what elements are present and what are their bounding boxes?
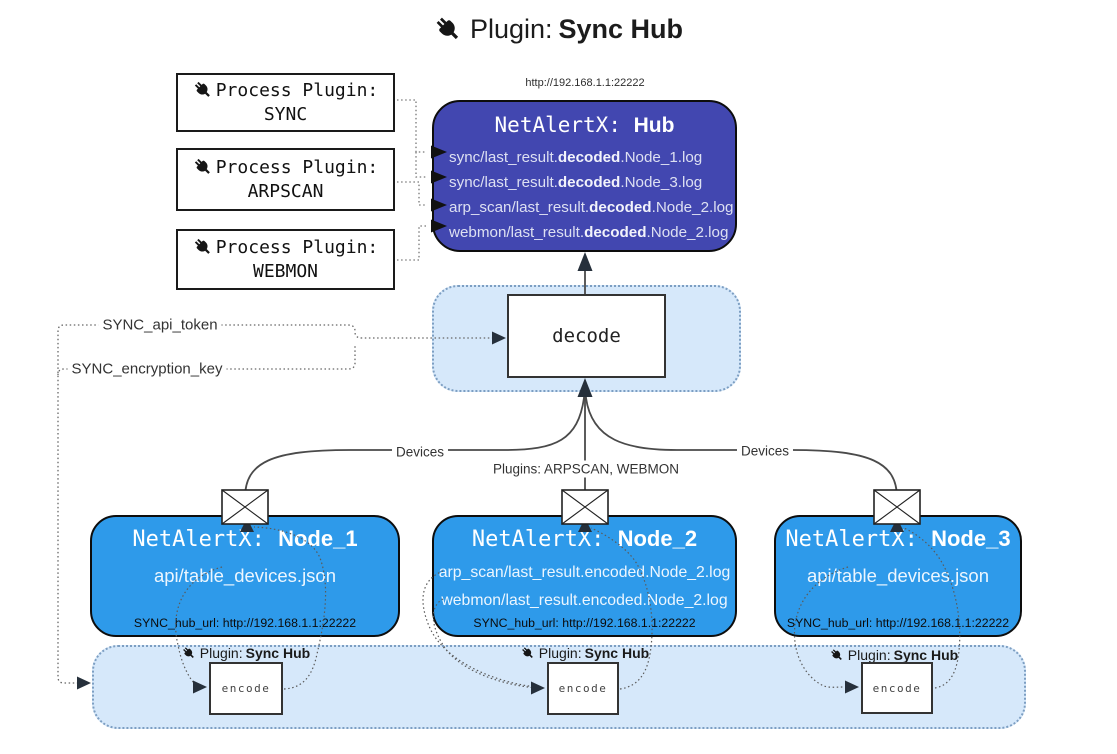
process-plugin-sync: Process Plugin: SYNC bbox=[176, 73, 395, 132]
link-webmon-hub bbox=[397, 225, 427, 261]
node-3: NetAlertX: Node_3 api/table_devices.json… bbox=[774, 515, 1022, 637]
title-name: Sync Hub bbox=[558, 14, 684, 44]
link-arpscan-hub bbox=[397, 181, 427, 206]
title-label: Plugin: bbox=[469, 14, 553, 44]
node-2: NetAlertX: Node_2 arp_scan/last_result.e… bbox=[432, 515, 737, 637]
process-plugin-label: Process Plugin: bbox=[215, 80, 379, 101]
plug-icon bbox=[434, 15, 464, 45]
plug-icon bbox=[182, 646, 197, 661]
process-plugin-webmon: Process Plugin: WEBMON bbox=[176, 229, 395, 290]
plugin-hub-links bbox=[397, 99, 427, 261]
plugins-edge-label: Plugins: ARPSCAN, WEBMON bbox=[488, 460, 684, 478]
node-file: arp_scan/last_result.encoded.Node_2.log bbox=[438, 564, 731, 581]
process-plugin-name: WEBMON bbox=[252, 261, 319, 282]
plug-icon bbox=[193, 80, 214, 101]
decode-step: decode bbox=[507, 294, 666, 378]
strip-plugin-label-3: Plugin: Sync Hub bbox=[830, 647, 958, 663]
encode-step-2: encode bbox=[547, 662, 619, 715]
node-title: NetAlertX: Node_3 bbox=[785, 526, 1011, 552]
hub-log-list: sync/last_result.decoded.Node_1.log sync… bbox=[434, 145, 735, 245]
process-plugin-label: Process Plugin: bbox=[215, 157, 379, 178]
decode-label: decode bbox=[552, 325, 621, 347]
page-title: Plugin: Sync Hub bbox=[0, 14, 1117, 52]
sync-encryption-key-label: SYNC_encryption_key bbox=[67, 359, 227, 379]
process-plugin-arpscan: Process Plugin: ARPSCAN bbox=[176, 148, 395, 211]
plug-icon bbox=[193, 237, 214, 258]
node-file: webmon/last_result.encoded.Node_2.log bbox=[441, 592, 728, 609]
process-plugin-label: Process Plugin: bbox=[215, 237, 379, 258]
node-1: NetAlertX: Node_1 api/table_devices.json… bbox=[90, 515, 400, 637]
process-plugin-name: ARPSCAN bbox=[247, 181, 324, 202]
devices-right-label: Devices bbox=[736, 442, 794, 460]
hub-log-line: webmon/last_result.decoded.Node_2.log bbox=[449, 224, 729, 241]
node-hub-url: SYNC_hub_url: http://192.168.1.1:22222 bbox=[786, 616, 1010, 630]
sync-api-token-label: SYNC_api_token bbox=[98, 315, 222, 335]
hub-url: http://192.168.1.1:22222 bbox=[525, 77, 645, 89]
arrowhead-into-hub bbox=[577, 252, 593, 271]
strip-plugin-label-1: Plugin: Sync Hub bbox=[182, 645, 310, 661]
hub-title: NetAlertX: Hub bbox=[494, 113, 675, 137]
encode-step-1: encode bbox=[209, 662, 283, 715]
node-title: NetAlertX: Node_2 bbox=[471, 526, 698, 552]
arrowhead-into-strip bbox=[77, 676, 91, 690]
process-plugin-name: SYNC bbox=[263, 104, 308, 125]
plug-icon bbox=[521, 646, 536, 661]
link-sync-hub bbox=[397, 99, 427, 178]
node-file: api/table_devices.json bbox=[806, 565, 990, 586]
hub-log-line: sync/last_result.decoded.Node_3.log bbox=[449, 174, 703, 191]
node-hub-url: SYNC_hub_url: http://192.168.1.1:22222 bbox=[473, 616, 696, 630]
link-key-decode bbox=[222, 344, 356, 370]
plug-icon bbox=[193, 157, 214, 178]
node-title: NetAlertX: Node_1 bbox=[132, 526, 358, 552]
hub-node: NetAlertX: Hub sync/last_result.decoded.… bbox=[432, 100, 737, 252]
plug-icon bbox=[830, 648, 845, 663]
hub-log-line: arp_scan/last_result.decoded.Node_2.log bbox=[449, 199, 734, 216]
edge-node3-decode bbox=[585, 384, 898, 499]
node-hub-url: SYNC_hub_url: http://192.168.1.1:22222 bbox=[133, 616, 357, 630]
node-file: api/table_devices.json bbox=[153, 565, 337, 586]
hub-log-line: sync/last_result.decoded.Node_1.log bbox=[449, 149, 703, 166]
strip-plugin-label-2: Plugin: Sync Hub bbox=[521, 645, 649, 661]
encode-step-3: encode bbox=[861, 662, 933, 714]
devices-left-label: Devices bbox=[391, 443, 449, 461]
edge-node1-decode bbox=[244, 384, 585, 499]
